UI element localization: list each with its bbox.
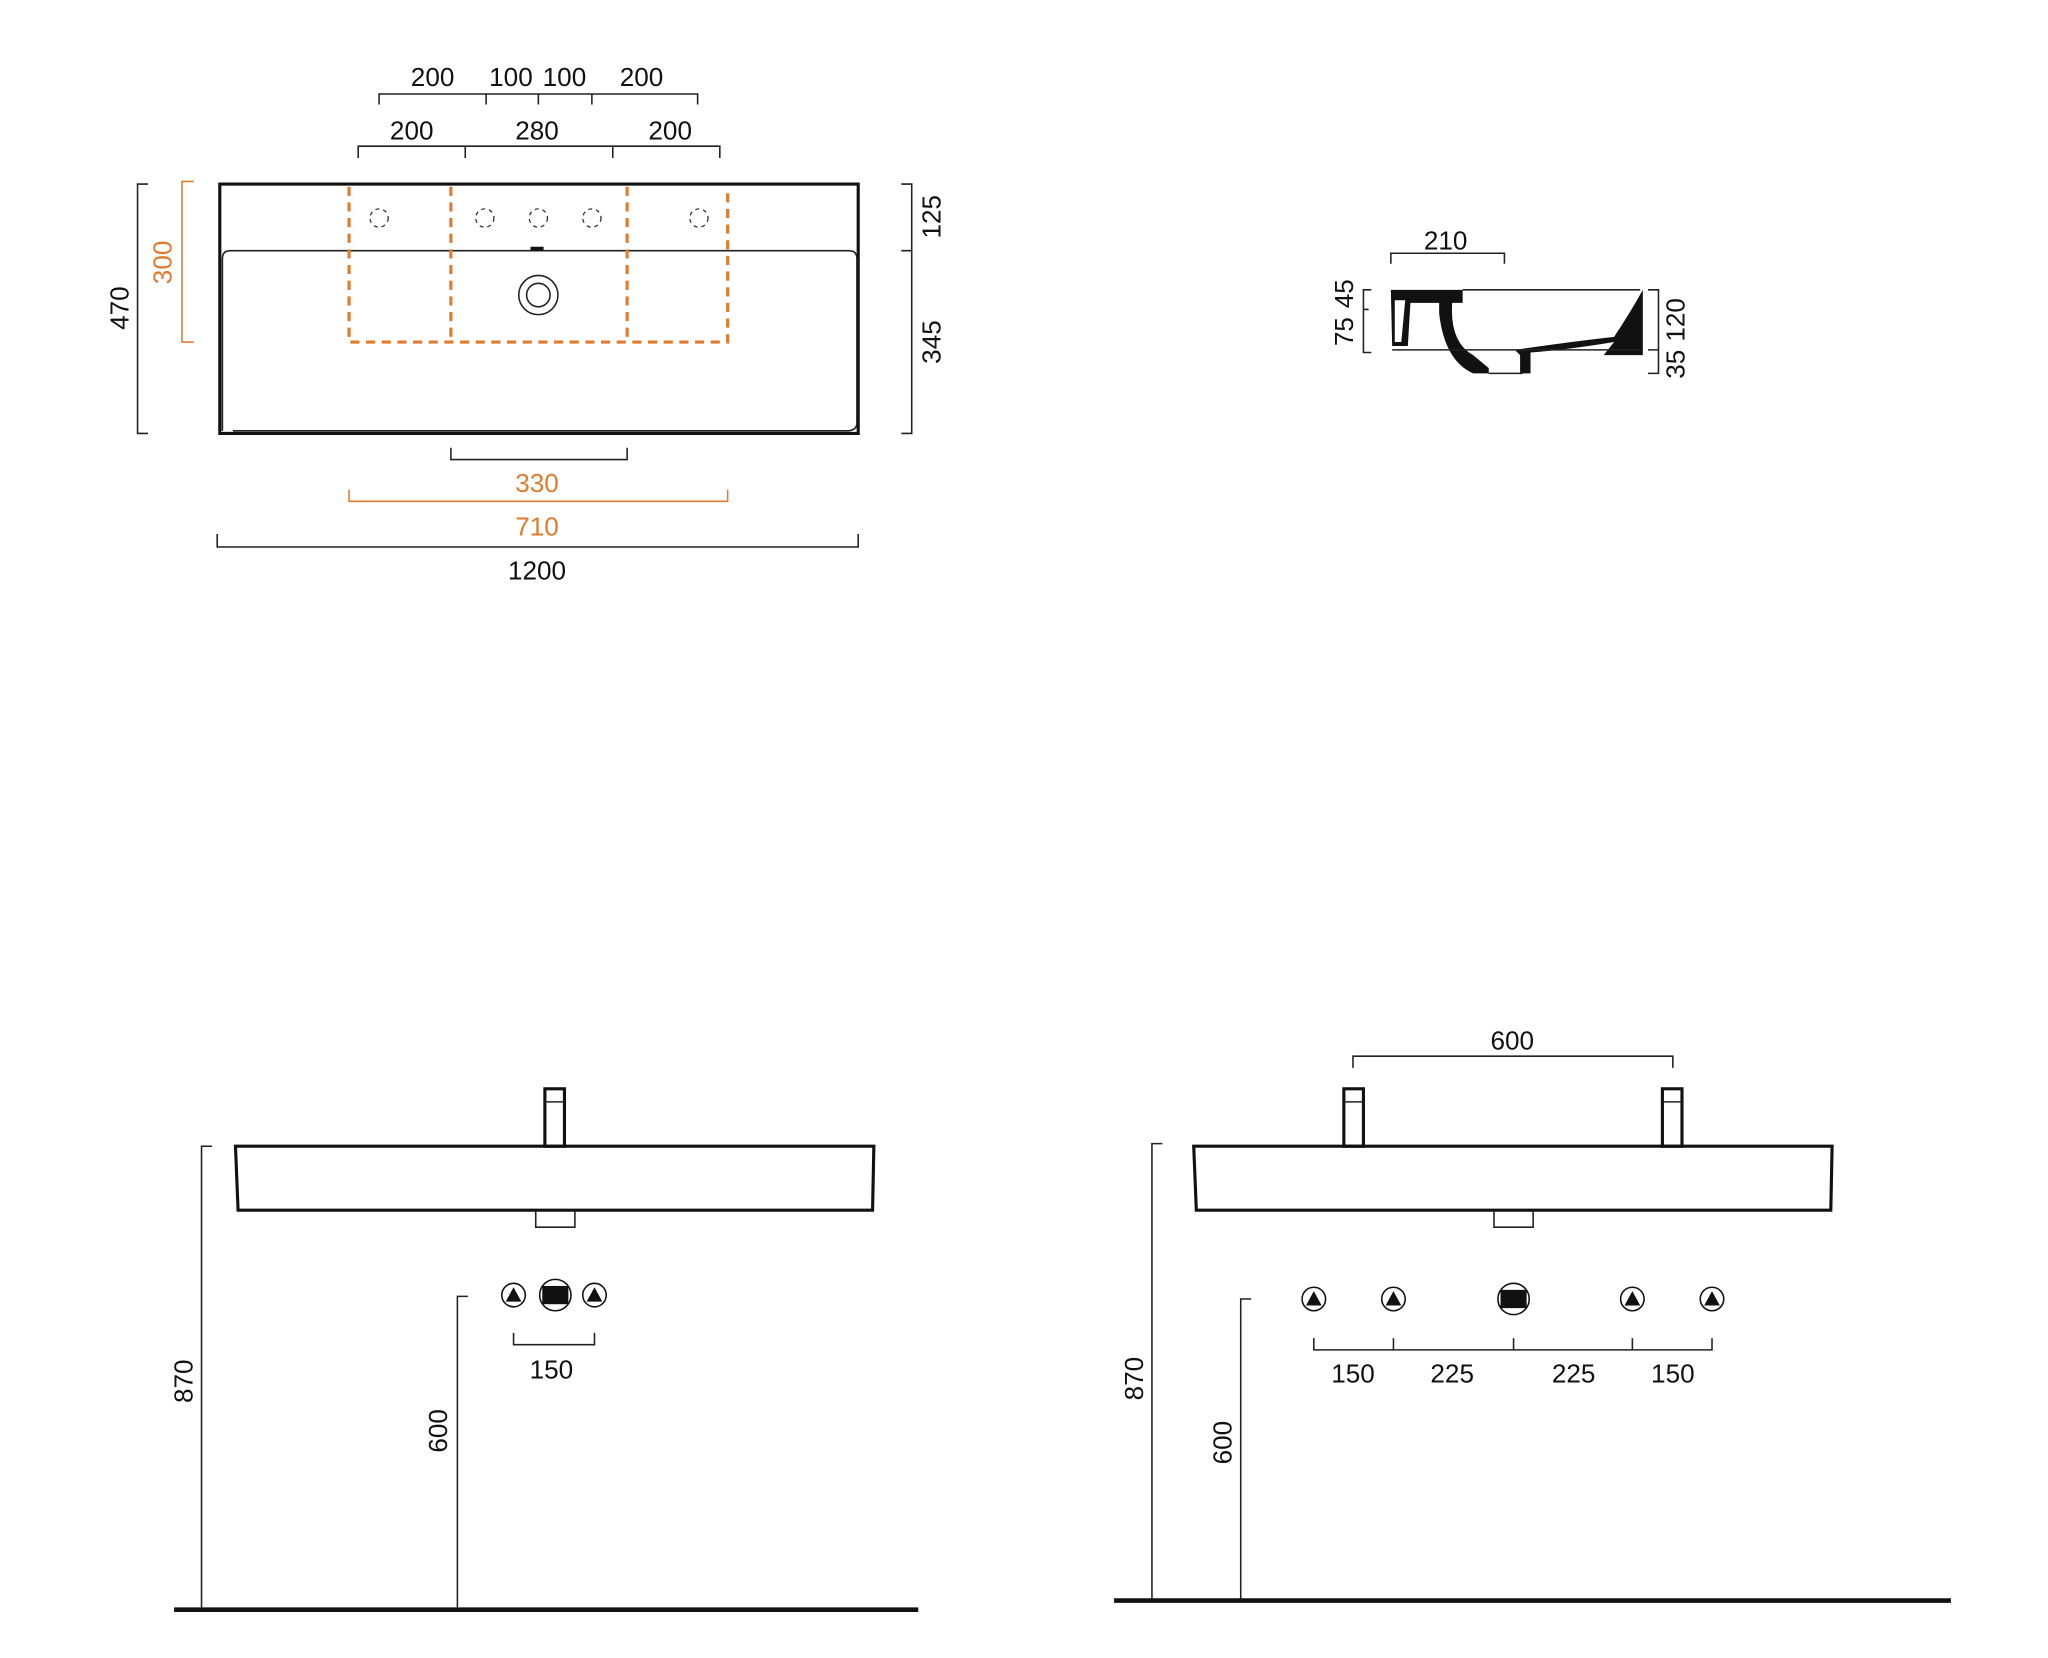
basin-outline [218,182,860,435]
dim-height-orange: 300 [148,241,178,285]
dim-section-left-lower: 75 [1329,317,1359,346]
dim-double-spacing-4: 150 [1651,1359,1695,1389]
drain-inner [525,282,551,308]
dim-bottom-orange: 710 [515,511,559,541]
dim-bottom-inner: 330 [515,468,559,498]
dim-double-tap-spacing: 600 [1490,1026,1534,1056]
dim-second-3: 200 [648,116,692,146]
dim-width-total: 1200 [508,556,566,586]
dim-section-right-lower: 35 [1661,350,1691,379]
dim-second-1: 200 [390,116,434,146]
dim-double-spacing-3: 225 [1552,1359,1596,1389]
dim-double-supply-height: 600 [1208,1421,1238,1465]
dim-top-2: 100 [489,62,533,92]
dim-double-spacing-1: 150 [1331,1359,1375,1389]
dim-top-1: 200 [411,62,455,92]
dim-single-supply-height: 600 [423,1409,453,1453]
dim-double-basin-height: 870 [1119,1357,1149,1401]
dim-second-2: 280 [515,116,559,146]
dim-right-lower: 345 [916,320,946,364]
section-view: 210 45 75 120 35 [1329,225,1691,378]
dim-top-4: 200 [620,62,664,92]
tap-holes [369,208,709,228]
dim-single-basin-height: 870 [168,1359,198,1403]
dim-right-upper: 125 [916,195,946,239]
top-view: 200 100 100 200 200 280 200 470 300 1 [104,62,946,585]
dim-section-left-upper: 45 [1329,279,1359,308]
drain-outer [517,274,559,316]
front-view-single: 150 870 600 [168,1087,919,1612]
dim-double-spacing-2: 225 [1430,1359,1474,1389]
dim-single-spacing: 150 [530,1355,574,1385]
dim-height-total: 470 [104,286,134,330]
dim-section-right-upper: 120 [1661,298,1691,342]
dim-section-width: 210 [1424,225,1468,255]
cabinet-zone [347,186,730,344]
dim-top-3: 100 [543,62,587,92]
front-view-double: 600 150 225 225 150 870 600 [1114,1026,1951,1603]
